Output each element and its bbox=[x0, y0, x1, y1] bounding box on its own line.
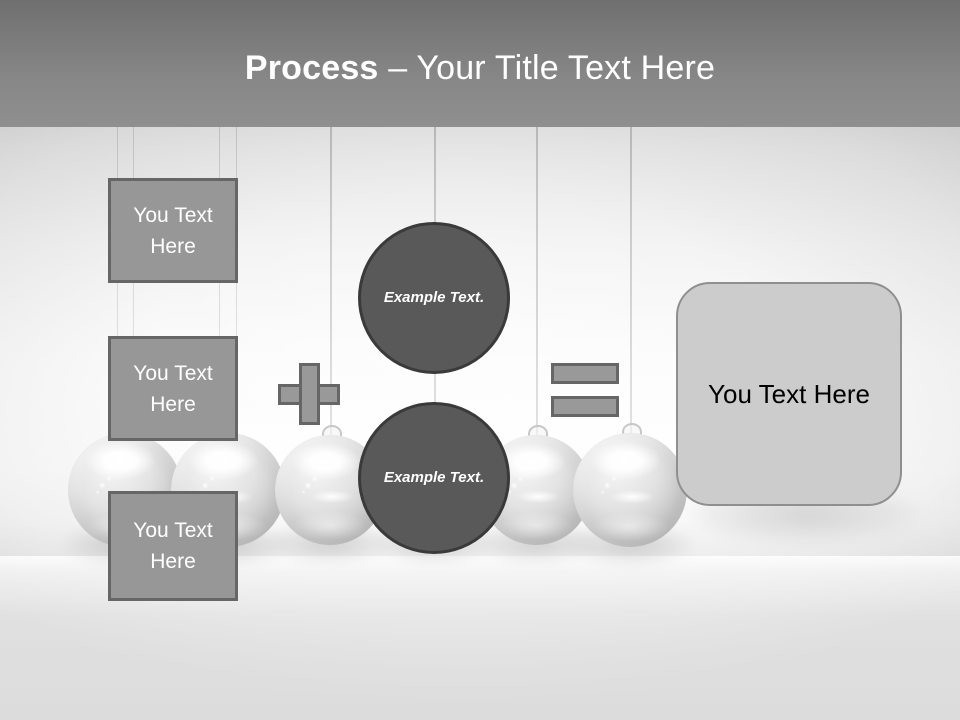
circle-top-label: Example Text. bbox=[383, 289, 485, 306]
result-box-label: You Text Here bbox=[708, 378, 870, 409]
result-box[interactable]: You Text Here bbox=[676, 282, 902, 506]
callout-top-label: You Text Here bbox=[133, 203, 213, 258]
callout-bottom[interactable]: You Text Here bbox=[108, 491, 238, 601]
equals-top-bar bbox=[551, 363, 619, 384]
circle-bottom[interactable]: Example Text. bbox=[358, 402, 510, 554]
circle-top[interactable]: Example Text. bbox=[358, 222, 510, 374]
callout-middle[interactable]: You Text Here bbox=[108, 336, 238, 441]
callout-middle-label: You Text Here bbox=[133, 361, 213, 416]
equals-operator bbox=[551, 363, 619, 417]
callout-bottom-label: You Text Here bbox=[133, 519, 213, 573]
wire-7 bbox=[536, 127, 538, 437]
title-bar: Process – Your Title Text Here bbox=[0, 0, 960, 127]
plus-operator bbox=[278, 363, 340, 425]
page-title: Process – Your Title Text Here bbox=[0, 48, 960, 88]
wire-8 bbox=[630, 127, 632, 437]
circle-bottom-label: Example Text. bbox=[383, 469, 485, 486]
wire-5 bbox=[330, 127, 332, 437]
callout-top[interactable]: You Text Here bbox=[108, 178, 238, 283]
page-title-rest: – Your Title Text Here bbox=[378, 49, 716, 87]
plus-center-fill bbox=[302, 387, 317, 402]
equals-bottom-bar bbox=[551, 396, 619, 417]
page-title-strong: Process bbox=[244, 49, 379, 87]
sphere-6 bbox=[573, 433, 687, 547]
